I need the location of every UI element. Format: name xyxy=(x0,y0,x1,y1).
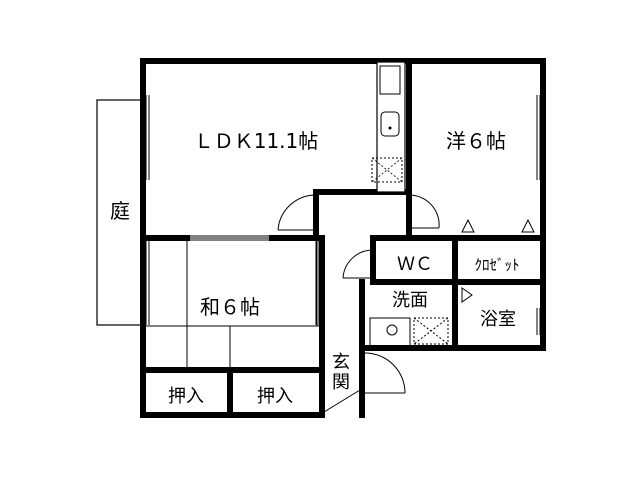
entrance-label-2: 関 xyxy=(332,372,350,393)
ldk-label: ＬＤＫ11.1帖 xyxy=(194,129,319,153)
entrance-label-1: 玄 xyxy=(332,352,350,373)
western-room-label: 洋６帖 xyxy=(446,129,506,153)
japanese-room-label: 和６帖 xyxy=(200,295,260,319)
thin-lines xyxy=(143,95,541,370)
storage-left-label: 押入 xyxy=(168,386,204,407)
bathroom-label: 浴室 xyxy=(480,309,516,330)
washroom-label: 洗面 xyxy=(392,290,428,311)
closet-label: ｸﾛｾﾞｯﾄ xyxy=(474,256,519,274)
garden-label: 庭 xyxy=(110,199,130,223)
wc-label: ＷＣ xyxy=(397,254,433,275)
washroom-fixtures xyxy=(369,317,449,347)
room-labels: ＬＤＫ11.1帖 洋６帖 庭 和６帖 ＷＣ ｸﾛｾﾞｯﾄ 洗面 浴室 玄 関 押… xyxy=(110,129,520,407)
door-swings xyxy=(277,194,535,413)
storage-right-label: 押入 xyxy=(257,386,293,407)
kitchen-counter xyxy=(371,61,406,193)
